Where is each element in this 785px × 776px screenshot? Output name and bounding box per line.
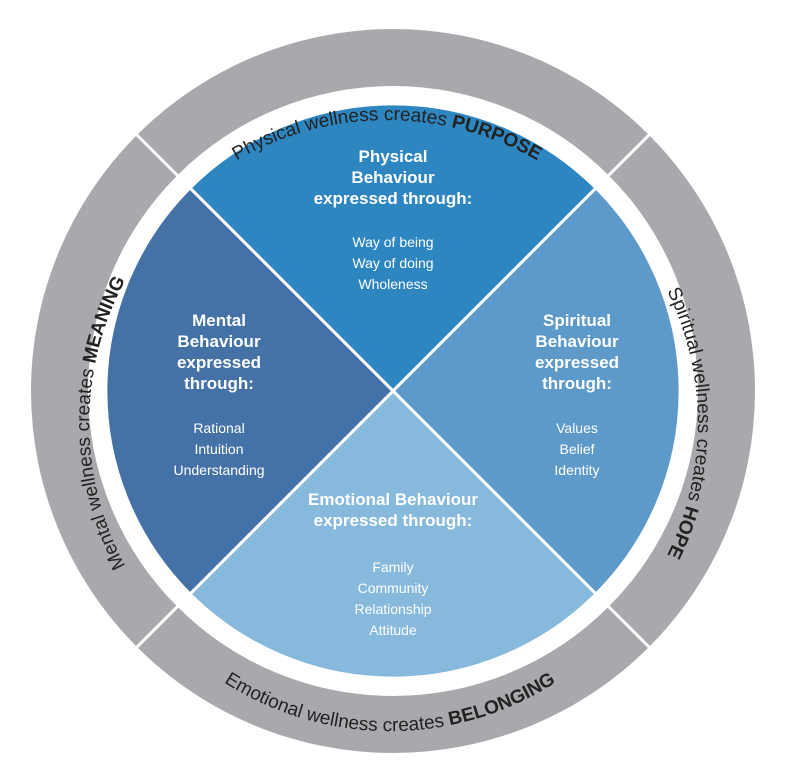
- emotional-item: Relationship: [354, 601, 431, 617]
- quadrant-spiritual: [390, 185, 682, 597]
- mental-item: Understanding: [173, 462, 264, 478]
- spiritual-item: Identity: [554, 462, 599, 478]
- mental-title-line: Behaviour: [177, 332, 261, 351]
- mental-title-line: through:: [184, 374, 254, 393]
- spiritual-item: Values: [556, 420, 598, 436]
- quadrant-physical: [187, 102, 599, 394]
- physical-item: Way of being: [352, 234, 433, 250]
- mental-item: Rational: [193, 420, 244, 436]
- emotional-item: Attitude: [369, 622, 417, 638]
- physical-title-line: Physical: [359, 147, 428, 166]
- physical-title-line: expressed through:: [314, 189, 473, 208]
- mental-title-line: expressed: [177, 353, 261, 372]
- spiritual-title-line: Spiritual: [543, 311, 611, 330]
- mental-text: Mental Behaviour expressed through: Rati…: [173, 311, 264, 478]
- mental-title-line: Mental: [192, 311, 246, 330]
- emotional-item: Family: [372, 559, 413, 575]
- spiritual-text: Spiritual Behaviour expressed through: V…: [535, 311, 619, 478]
- emotional-item: Community: [358, 580, 429, 596]
- quadrant-emotional: [187, 388, 599, 680]
- spiritual-title-line: expressed: [535, 353, 619, 372]
- quadrants: [104, 102, 682, 680]
- mental-item: Intuition: [194, 441, 243, 457]
- spiritual-item: Belief: [559, 441, 594, 457]
- physical-item: Way of doing: [352, 255, 433, 271]
- emotional-text: Emotional Behaviour expressed through: F…: [308, 490, 478, 638]
- quadrant-mental: [104, 185, 396, 597]
- physical-title-line: Behaviour: [351, 168, 435, 187]
- physical-text: Physical Behaviour expressed through: Wa…: [314, 147, 473, 292]
- physical-item: Wholeness: [358, 276, 427, 292]
- emotional-title-line: expressed through:: [314, 511, 473, 530]
- ring-separators: [133, 131, 653, 651]
- spiritual-title-line: through:: [542, 374, 612, 393]
- spiritual-title-line: Behaviour: [535, 332, 619, 351]
- emotional-title-line: Emotional Behaviour: [308, 490, 478, 509]
